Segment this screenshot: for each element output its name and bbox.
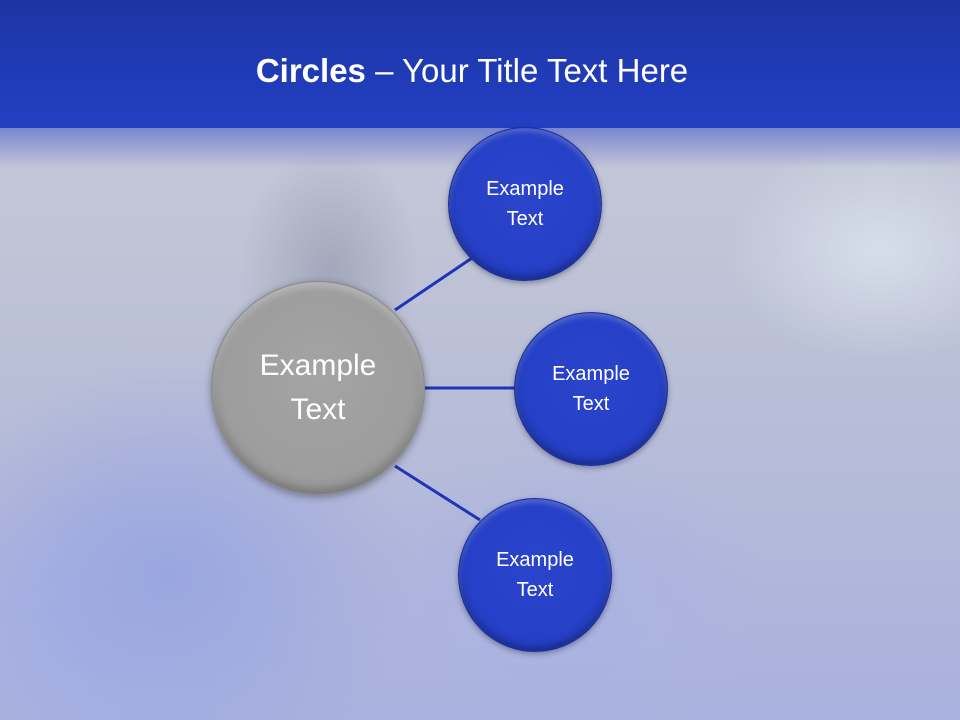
node-circle-bottom[interactable]: Example Text — [458, 498, 612, 652]
node-circle-middle[interactable]: Example Text — [514, 312, 668, 466]
title-rest: – Your Title Text Here — [365, 52, 689, 89]
title-bar — [0, 0, 960, 128]
node-label-line2: Text — [516, 579, 554, 601]
connector-bottom — [394, 464, 481, 522]
center-label-line2: Text — [290, 393, 346, 426]
node-circle-top[interactable]: Example Text — [448, 127, 602, 281]
node-label-line1: Example — [486, 178, 564, 200]
center-circle[interactable]: Example Text — [211, 281, 425, 495]
connector-top — [394, 254, 476, 312]
node-label-line2: Text — [572, 393, 610, 415]
center-label-line1: Example — [259, 349, 377, 382]
slide-title: Circles – Your Title Text Here — [0, 52, 944, 90]
title-bold: Circles — [255, 52, 366, 89]
node-label-line2: Text — [506, 208, 544, 230]
node-label-line1: Example — [552, 363, 630, 385]
node-label-line1: Example — [496, 549, 574, 571]
